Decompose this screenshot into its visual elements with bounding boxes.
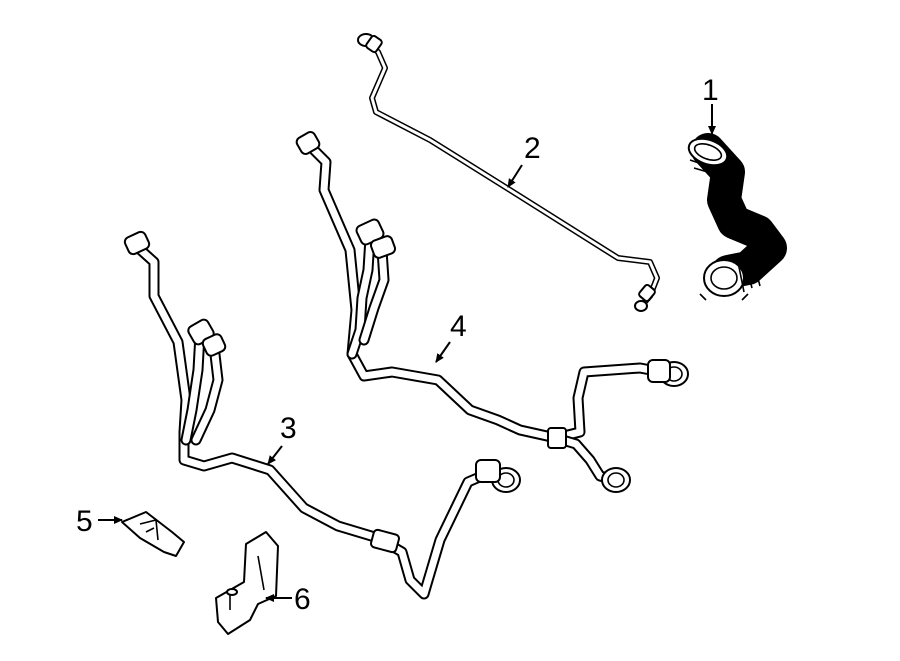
part-6-bracket xyxy=(215,531,279,635)
callout-1: 1 xyxy=(702,74,719,135)
callout-2-label: 2 xyxy=(524,132,541,165)
part-3-hose xyxy=(123,230,521,600)
part-1-hose xyxy=(687,133,787,301)
callout-1-label: 1 xyxy=(702,74,719,107)
callout-5: 5 xyxy=(76,505,123,538)
callout-4-label: 4 xyxy=(450,310,467,343)
callout-3: 3 xyxy=(267,412,297,465)
callout-3-label: 3 xyxy=(280,412,297,445)
callout-2: 2 xyxy=(507,132,541,188)
callout-5-label: 5 xyxy=(76,505,93,538)
part-4-hose xyxy=(295,131,689,493)
part-2-tube xyxy=(357,33,660,312)
callout-6-label: 6 xyxy=(294,583,311,616)
part-5-bracket xyxy=(121,511,185,557)
callout-6: 6 xyxy=(265,583,311,616)
callout-4: 4 xyxy=(435,310,467,363)
